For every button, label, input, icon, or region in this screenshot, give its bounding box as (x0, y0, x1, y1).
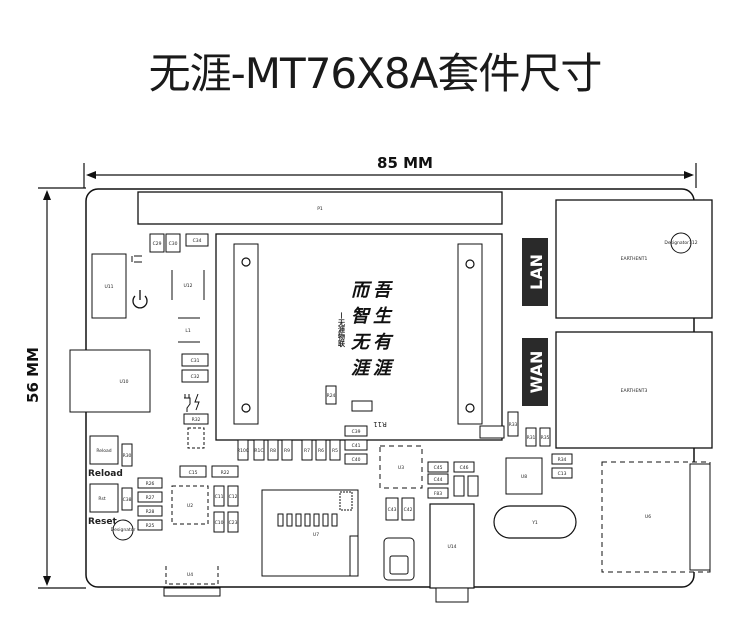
part-r35: R35 (541, 435, 550, 441)
part-r34: R34 (558, 457, 567, 463)
page-title: 无涯-MT76X8A套件尺寸 (148, 49, 603, 98)
slogan: 而 吾 智 生 无 有 涯 涯 —无涯物联 (337, 280, 395, 379)
part-f83: F83 (434, 491, 442, 497)
part-r6: R6 (318, 448, 324, 454)
part-c42: C42 (404, 507, 413, 513)
lan-connector (555, 199, 713, 319)
reload-label: Reload (88, 469, 123, 479)
lan-badge-label: LAN (527, 254, 546, 290)
slogan-vertical: —无涯物联 (337, 312, 347, 348)
part-u10: U10 (119, 379, 128, 385)
resistor-row: R10C R1C R8 R9 R7 R6 R5 (237, 439, 341, 461)
part-c15: C15 (189, 470, 198, 476)
part-c40: C40 (352, 457, 361, 463)
part-c13: C13 (558, 471, 567, 477)
part-r5: R5 (332, 448, 338, 454)
part-c44: C44 (434, 477, 443, 483)
slogan-char: 吾 (373, 280, 393, 301)
part-u2: U2 (187, 503, 193, 509)
part-c29: C29 (153, 241, 162, 247)
lan-badge (522, 238, 548, 306)
height-dimension: 56 MM (24, 187, 86, 589)
reset-label: Reset (88, 517, 117, 527)
wan-connector (555, 331, 713, 449)
part-r1c: R1C (254, 448, 263, 454)
part-c31: C31 (191, 358, 200, 364)
part-r24: R24 (327, 393, 336, 399)
wan-connector-label: EARTHENT3 (621, 388, 648, 394)
height-label: 56 MM (24, 347, 42, 403)
slogan-char: 有 (373, 332, 394, 353)
wan-badge (522, 338, 548, 406)
reset-button[interactable] (89, 483, 119, 513)
slogan-char: 无 (350, 332, 372, 353)
reset-part-label: Rst (98, 496, 105, 502)
part-r25: R25 (146, 523, 155, 529)
part-c23: C23 (229, 520, 238, 526)
part-y1: Y1 (531, 520, 538, 526)
part-r7: R7 (304, 448, 310, 454)
power-icon (132, 290, 148, 309)
part-c41: C41 (352, 443, 361, 449)
header-p1 (137, 191, 503, 225)
part-c38: C38 (123, 497, 132, 503)
lan-connector-label: EARTHENT1 (621, 256, 648, 262)
designator-top-label: Designator112 (664, 240, 697, 246)
part-c10: C10 (215, 520, 224, 526)
part-l1: L1 (185, 328, 191, 334)
part-u8: U8 (521, 474, 527, 480)
module-resistor: R11 (373, 420, 387, 428)
part-u7: U7 (313, 532, 319, 538)
part-c43: C43 (388, 507, 397, 513)
wan-badge-label: WAN (527, 351, 546, 394)
slogan-char: 智 (351, 306, 371, 327)
part-c39: C39 (352, 429, 361, 435)
part-c32: C32 (191, 374, 200, 380)
part-r26: R26 (146, 481, 155, 487)
part-u14: U14 (447, 544, 456, 550)
slogan-char: 而 (351, 280, 373, 301)
part-r32: R32 (192, 417, 201, 423)
module-slot-left (233, 243, 259, 425)
crystal-y1 (493, 505, 577, 539)
plug-icon (184, 393, 200, 412)
part-r33: R33 (509, 422, 518, 428)
part-u11: U11 (104, 284, 113, 290)
reload-part-label: Reload (96, 448, 111, 454)
part-r30: R30 (123, 453, 132, 459)
width-label: 85 MM (377, 154, 433, 172)
part-c46: C46 (460, 465, 469, 471)
module-slot-right (457, 243, 483, 425)
header-p1-label: P1 (317, 206, 323, 212)
part-r8: R8 (270, 448, 276, 454)
slogan-char: 涯 (351, 358, 373, 379)
part-c11: C11 (215, 494, 224, 500)
slogan-char: 涯 (373, 358, 395, 379)
part-c45: C45 (434, 465, 443, 471)
part-c34: C34 (193, 238, 202, 244)
part-u3: U3 (398, 465, 404, 471)
reload-button[interactable] (89, 435, 119, 465)
slogan-char: 生 (373, 306, 393, 327)
part-r27: R27 (146, 495, 155, 501)
part-c12: C12 (229, 494, 238, 500)
part-u6: U6 (645, 514, 651, 520)
part-u4: U4 (187, 572, 193, 578)
part-c30: C30 (169, 241, 178, 247)
part-r22: R22 (221, 470, 230, 476)
part-r31: R31 (527, 435, 536, 441)
part-r10c: R10C (237, 448, 249, 454)
part-u12: U12 (183, 283, 192, 289)
designator-bottom-label: Designator (111, 527, 136, 533)
part-r9: R9 (284, 448, 290, 454)
width-dimension: 85 MM (83, 154, 697, 188)
part-r28: R28 (146, 509, 155, 515)
